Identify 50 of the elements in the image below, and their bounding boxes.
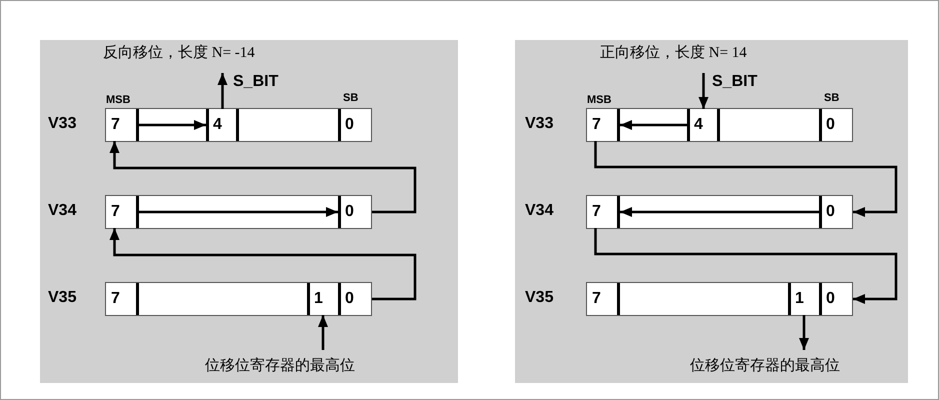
arrow [698, 73, 708, 109]
arrow [594, 141, 898, 217]
bit-cell: 7 [587, 196, 620, 228]
register-box [105, 195, 372, 229]
bit-cell: 4 [206, 109, 239, 141]
register-box [586, 195, 853, 229]
bit-cell: 0 [338, 196, 372, 228]
panel-title: 正向移位，长度 N= 14 [600, 43, 747, 62]
bit-cell: 0 [338, 283, 372, 315]
bit-label: SB [343, 92, 358, 104]
bit-cell: 7 [587, 283, 620, 315]
register-label: V33 [48, 115, 76, 133]
signal-label: S_BIT [699, 73, 758, 91]
bit-cell: 7 [587, 109, 620, 141]
bit-cell: 0 [338, 109, 372, 141]
signal-label: S_BIT [218, 73, 278, 91]
bit-cell: 1 [788, 283, 820, 315]
register-label: V34 [48, 202, 76, 220]
diagram-panel [515, 40, 908, 383]
register-label: V35 [525, 289, 554, 307]
register-box [105, 282, 372, 316]
arrow [799, 315, 809, 350]
register-box [586, 282, 853, 316]
bit-cell: 4 [687, 109, 720, 141]
arrow [620, 120, 687, 130]
annotation-text: 位移位寄存器的最高位 [205, 350, 355, 375]
annotation-text: 位移位寄存器的最高位 [690, 350, 840, 375]
bit-cell: 0 [819, 109, 853, 141]
bit-cell: 7 [106, 196, 139, 228]
bit-cell: 7 [106, 109, 139, 141]
register-label: V34 [525, 202, 554, 220]
arrow [318, 315, 328, 350]
arrow [139, 207, 338, 217]
bit-label: SB [824, 92, 840, 104]
arrow [110, 228, 416, 300]
bit-cell: 0 [819, 283, 853, 315]
arrow [139, 120, 206, 130]
bit-label: MSB [106, 94, 130, 106]
arrow [620, 207, 819, 217]
bit-cell: 0 [819, 196, 853, 228]
diagram-panel [40, 40, 458, 383]
bit-cell: 1 [307, 283, 339, 315]
arrow [110, 141, 416, 214]
bit-label: MSB [587, 94, 612, 106]
arrow [218, 73, 228, 109]
arrow [594, 228, 898, 304]
bit-cell: 7 [106, 283, 139, 315]
register-label: V33 [525, 115, 554, 133]
panel-title: 反向移位，长度 N= -14 [103, 43, 255, 62]
register-label: V35 [48, 289, 76, 307]
